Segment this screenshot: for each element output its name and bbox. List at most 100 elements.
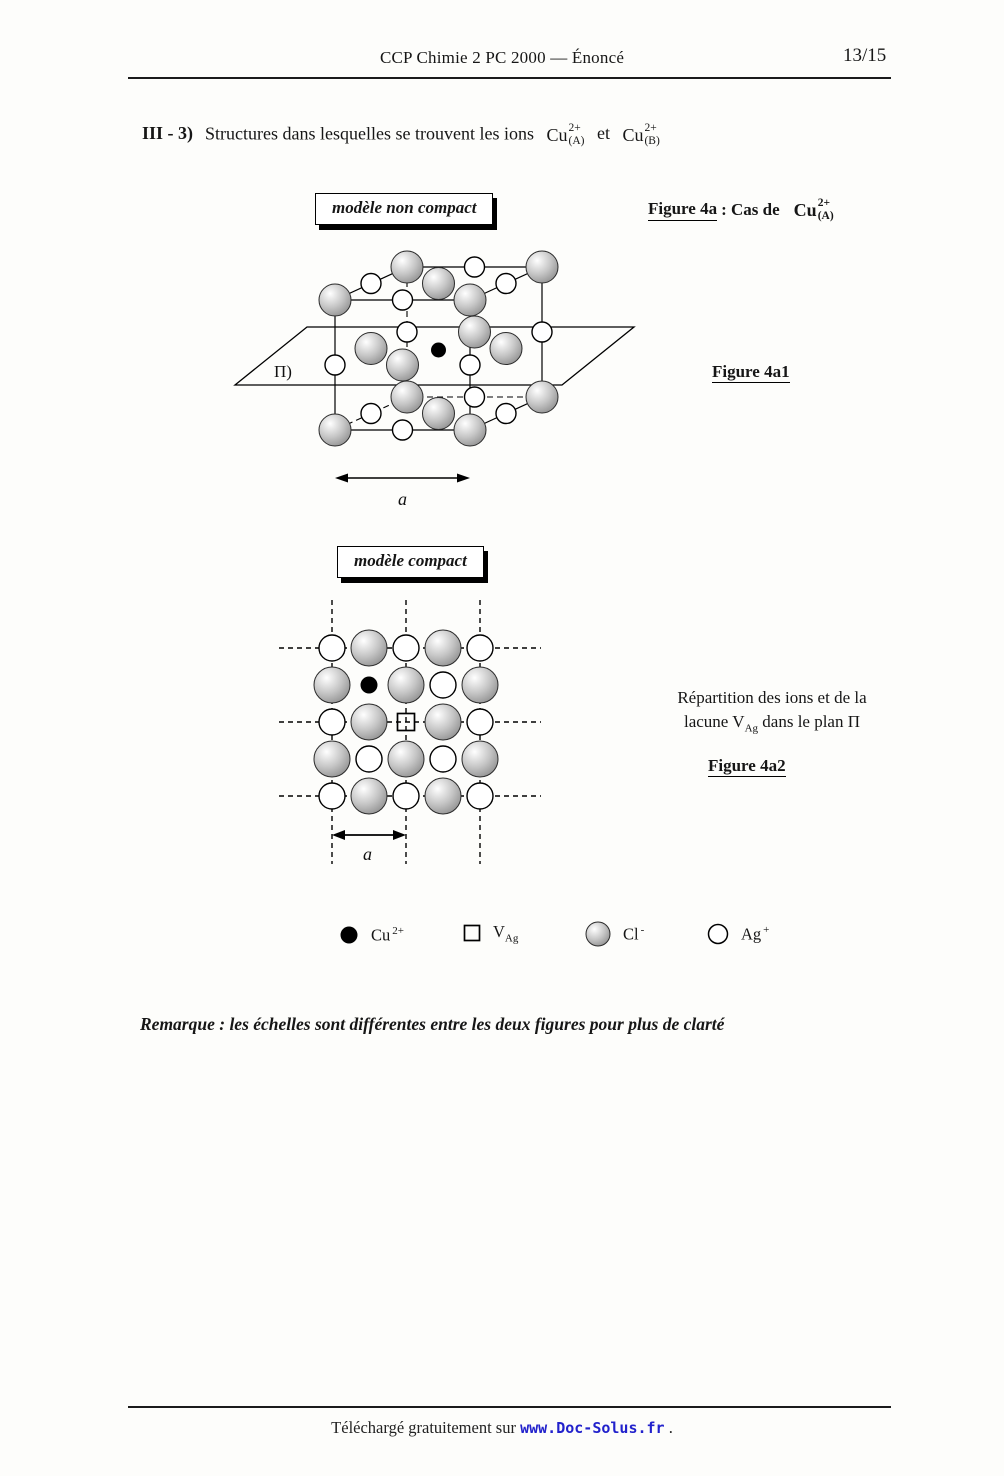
lattice-parameter-arrow [335,473,470,483]
figure-4a2-plane-drawing: a [279,600,541,864]
ion-site: (B) [644,135,660,148]
cl-ion [318,283,352,317]
ag-ion [495,402,517,425]
cl-ion [424,629,462,667]
plane-pi-outline [233,326,636,386]
ion-symbol: Cu [622,124,644,145]
model-compact-box: modèle compact [337,546,484,578]
model-non-compact-box: modèle non compact [315,193,494,225]
cl-ion [525,250,559,284]
page-number: 13/15 [843,45,887,66]
cl-ion [350,703,388,741]
figure-4a-title: Figure 4a [648,199,718,222]
description-line2: lacune VAg dans le plan Π [683,711,861,735]
footer-period: . [668,1418,673,1437]
lattice-parameter-label: a [363,844,372,864]
ag-ion [360,272,382,295]
ag-ion [392,782,420,810]
figure-4a1-crystal-drawing: Π) a [233,250,636,509]
ag-ion [495,272,517,295]
figure-4a2-description: Répartition des ions et de la lacune VAg… [640,686,904,737]
cl-ion [354,332,388,365]
cl-ion [453,283,487,317]
cl-ion [390,250,424,284]
ion-symbol: Cu [793,199,817,220]
ag-ion-icon [707,923,729,945]
legend-label-ag: Ag+ [741,923,770,944]
ag-ion [463,386,486,408]
ion-symbol: Cu [546,124,568,145]
figure-4a2-label: Figure 4a2 [708,756,786,777]
cl-ion [387,666,425,704]
cu-ion [360,676,378,694]
ion-charge: 2+ [817,197,830,209]
figure-4a1-label: Figure 4a1 [712,362,790,383]
cl-ion [387,740,425,778]
conjunction: et [596,123,610,144]
ag-ion [318,782,346,810]
vacancy-icon [463,924,481,942]
cu-ion [431,342,446,358]
ag-ion [355,745,383,773]
ion-charge: 2+ [568,122,581,134]
plane-pi-label: Π) [274,362,292,381]
footer-rule [128,1406,891,1408]
ion-site: (A) [817,210,834,223]
legend-item-vacancy: VAg [462,922,518,944]
ag-ion [318,634,346,662]
cl-ion [461,666,499,704]
ion-site: (A) [568,135,585,148]
remark-text: Remarque : les échelles sont différentes… [140,1014,725,1034]
cl-ion [461,740,499,778]
plane-ions [313,629,499,815]
lattice-parameter-label: a [398,489,407,509]
section-number: III - 3) [142,123,194,144]
footer-text: Téléchargé gratuitement sur [331,1418,516,1437]
ag-ion [459,354,481,376]
ag-ion [318,708,346,736]
cl-ion [422,397,455,430]
description-line1: Répartition des ions et de la [677,688,867,707]
footer-link[interactable]: www.Doc-Solus.fr [520,1419,665,1437]
ag-ion [429,671,457,699]
cl-ion [424,703,462,741]
ag-ion [429,745,457,773]
header-title: CCP Chimie 2 PC 2000 — Énoncé [379,48,625,67]
cu-ion-icon [340,926,358,944]
cl-ion [386,348,419,382]
legend-item-cl: Cl- [584,920,644,948]
mid-plane-ions [324,315,553,382]
cl-ion [313,740,351,778]
cl-ion [424,777,462,815]
ag-ion [463,256,486,278]
ag-ion [324,354,346,376]
ag-ion [466,634,494,662]
section-intro: Structures dans lesquelles se trouvent l… [205,123,534,144]
cl-ion [318,413,352,447]
cl-ion [489,332,523,365]
cl-ion [350,777,388,815]
legend-label-cl: Cl- [623,923,645,944]
bottom-face-ions [318,380,559,447]
section-heading: III - 3) Structures dans lesquelles se tr… [142,122,660,148]
ag-ion [392,634,420,662]
ag-ion [466,782,494,810]
lattice-parameter-arrow [332,830,406,840]
ag-vacancy-square [396,712,416,732]
ag-ion [360,402,382,425]
cl-ion [422,267,455,300]
figure-4a-caption-text: : Cas de [721,200,780,220]
legend-item-ag: Ag+ [706,922,769,946]
ag-ion [391,419,414,441]
ag-ion [396,321,418,343]
cl-ion [390,380,424,414]
cl-ion [525,380,559,414]
ag-ion [531,321,553,343]
cl-ion [313,666,351,704]
